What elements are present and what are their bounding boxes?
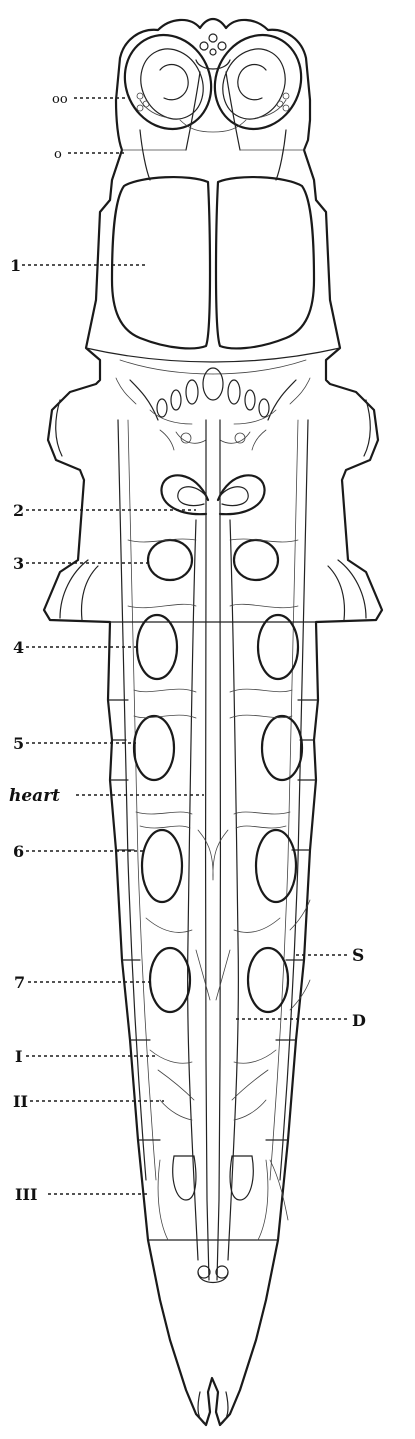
label-3: 3	[13, 554, 24, 573]
label-6: 6	[13, 842, 24, 861]
label-roman-3: III	[15, 1185, 37, 1204]
label-roman-1: I	[15, 1047, 22, 1066]
organ-2	[160, 474, 266, 516]
organ-6-right	[254, 828, 298, 904]
organ-4-left	[135, 613, 179, 681]
right-eye-outline	[213, 33, 303, 131]
organ-4-right	[256, 613, 300, 681]
paired-organs	[132, 538, 304, 1014]
organ-7-right	[246, 946, 290, 1014]
organ-7-left	[148, 946, 192, 1014]
leader-lines	[22, 97, 348, 1195]
body-outline	[42, 17, 384, 1427]
head-region	[121, 33, 305, 181]
label-4: 4	[13, 638, 24, 657]
transverse-vessels	[127, 538, 311, 1121]
labels: oo o 1 2 3 4 5 heart 6 7 S D I II III	[9, 92, 366, 1204]
posterior-structures	[157, 1155, 289, 1426]
label-s: S	[352, 946, 364, 966]
ganglia-region	[115, 367, 311, 451]
label-roman-2: II	[13, 1092, 28, 1111]
label-5: 5	[13, 734, 24, 753]
lateral-appendages	[55, 399, 371, 621]
organ-3-left	[146, 538, 194, 582]
segment-dividers	[107, 621, 319, 1241]
label-d: D	[352, 1011, 366, 1030]
organ-5-left	[132, 714, 176, 782]
organ-3-right	[232, 538, 280, 582]
right-plate	[214, 175, 316, 350]
longitudinal-vessels	[117, 419, 309, 1281]
label-o: o	[54, 147, 62, 162]
label-1: 1	[10, 256, 21, 275]
label-2: 2	[13, 501, 24, 520]
label-heart: heart	[9, 786, 60, 806]
label-oo: oo	[52, 92, 68, 107]
left-plate	[110, 175, 212, 350]
prothorax-plates	[85, 175, 341, 375]
organ-6-left	[140, 828, 184, 904]
left-eye-outline	[123, 33, 213, 131]
organ-5-right	[260, 714, 304, 782]
label-7: 7	[14, 973, 25, 992]
